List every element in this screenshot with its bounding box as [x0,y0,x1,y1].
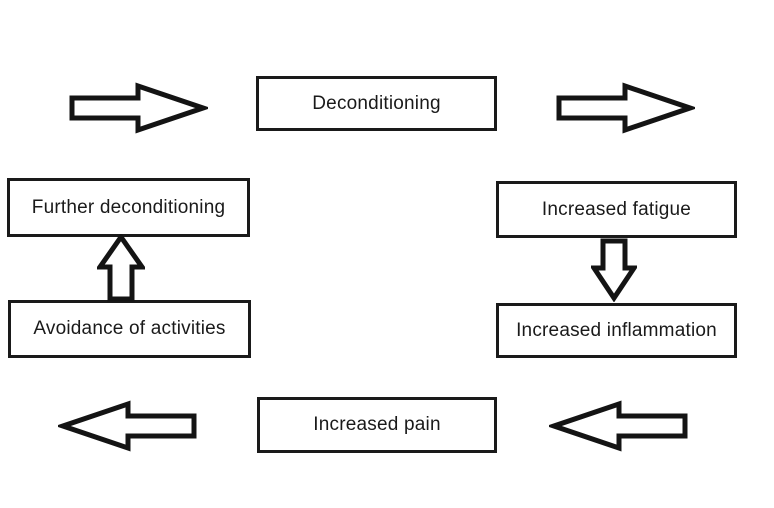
node-increased-fatigue: Increased fatigue [496,181,737,238]
node-increased-inflammation: Increased inflammation [496,303,737,358]
up-arrow-icon [97,234,145,302]
node-increased-inflammation-label: Increased inflammation [516,319,717,341]
node-increased-pain: Increased pain [257,397,497,453]
left-arrow-icon [549,400,688,452]
node-increased-fatigue-label: Increased fatigue [541,198,692,220]
node-deconditioning-label: Deconditioning [312,92,441,114]
node-further-deconditioning-label: Further deconditioning [31,196,226,218]
node-avoidance-of-activities: Avoidance of activities [8,300,251,358]
left-arrow-icon [58,400,197,452]
node-further-deconditioning: Further deconditioning [7,178,250,237]
down-arrow-icon [591,238,637,302]
node-avoidance-of-activities-label: Avoidance of activities [33,318,226,339]
right-arrow-icon [556,82,695,134]
right-arrow-icon [69,82,208,134]
node-increased-pain-label: Increased pain [313,414,441,435]
node-deconditioning: Deconditioning [256,76,497,131]
